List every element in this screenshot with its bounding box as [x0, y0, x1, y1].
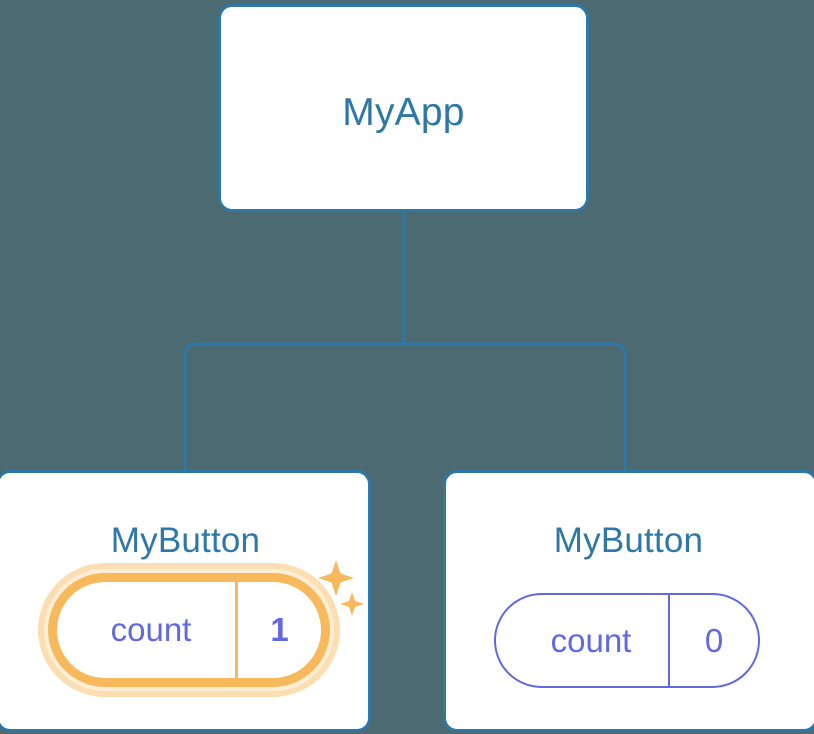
node-mybutton-right-title: MyButton [553, 521, 704, 560]
node-mybutton-right[interactable]: MyButton [443, 470, 814, 732]
state-pill-right-body[interactable]: count 0 [494, 593, 760, 688]
state-pill-left[interactable]: count 1 [38, 563, 340, 697]
node-myapp[interactable]: MyApp [218, 4, 589, 212]
state-pill-left-body[interactable]: count 1 [48, 573, 330, 687]
connector-bracket [183, 342, 627, 476]
node-myapp-title: MyApp [342, 91, 465, 134]
state-pill-right-value: 0 [668, 595, 758, 686]
node-mybutton-left-title: MyButton [110, 521, 261, 560]
state-pill-left-name: count [110, 611, 192, 648]
state-pill-right-name: count [550, 621, 632, 659]
state-pill-right[interactable]: count 0 [494, 593, 760, 688]
state-pill-left-value: 1 [235, 582, 321, 678]
